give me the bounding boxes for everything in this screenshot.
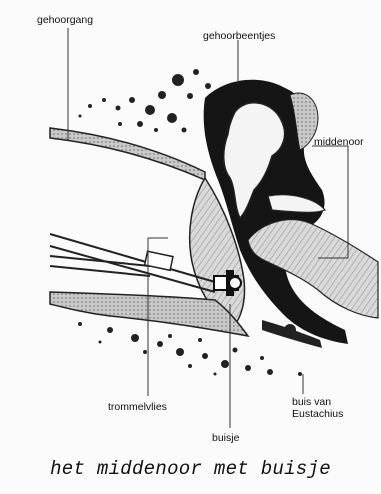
label-eustachian-1: buis van xyxy=(292,396,331,408)
label-middle-ear: middenoor xyxy=(314,136,364,148)
bone-particles-top xyxy=(79,69,212,133)
ear-canal-upper-wall xyxy=(50,128,205,180)
label-tube: buisje xyxy=(212,432,239,444)
label-eustachian-2: Eustachius xyxy=(292,408,343,420)
speculum-tip xyxy=(145,251,173,270)
label-ossicles: gehoorbeentjes xyxy=(203,30,275,42)
label-eardrum: trommelvlies xyxy=(108,401,167,413)
label-ear-canal: gehoorgang xyxy=(37,14,93,26)
caption: het middenoor met buisje xyxy=(0,458,381,480)
